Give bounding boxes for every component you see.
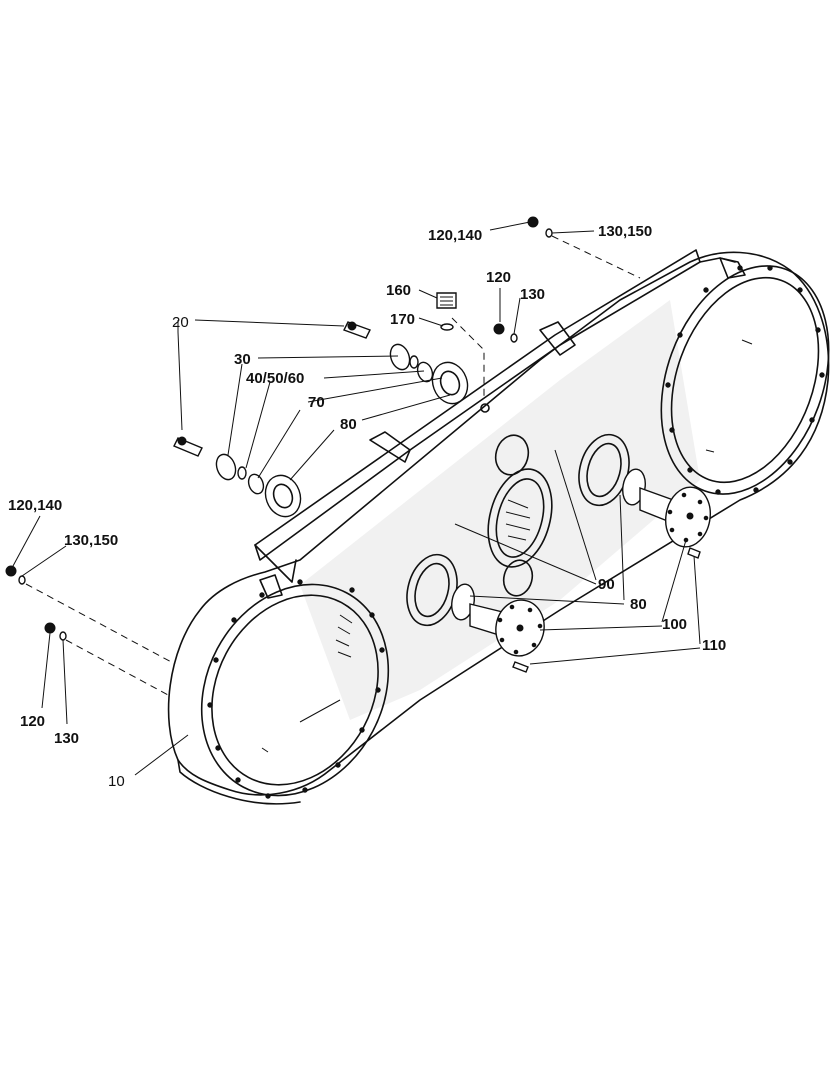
gear-housing (167, 249, 830, 805)
left-lower-plug-pair (44, 622, 67, 641)
leader-lines (12, 221, 701, 776)
lower-shaft-stack (173, 436, 302, 518)
left-upper-plug-pair (5, 565, 26, 585)
callout-120-140-top: 120,140 (428, 227, 482, 244)
callout-70: 70 (308, 394, 325, 411)
top-plug-pair (527, 216, 553, 238)
breather-plug (436, 292, 457, 331)
callout-20: 20 (172, 314, 189, 331)
callout-30: 30 (234, 351, 251, 368)
callout-130-150-left: 130,150 (64, 532, 118, 549)
callout-120-left: 120 (20, 713, 45, 730)
callout-130-top: 130 (520, 286, 545, 303)
callout-120-top: 120 (486, 269, 511, 286)
lower-output-shaft (451, 583, 545, 673)
callout-120-140-left: 120,140 (8, 497, 62, 514)
callout-130-150-top: 130,150 (598, 223, 652, 240)
callout-170: 170 (390, 311, 415, 328)
upper-shaft-stack (343, 321, 469, 405)
callout-130-left: 130 (54, 730, 79, 747)
callout-160: 160 (386, 282, 411, 299)
mid-plug-pair (493, 323, 518, 343)
callout-80-right: 80 (630, 596, 647, 613)
callout-80-left: 80 (340, 416, 357, 433)
callout-40-50-60: 40/50/60 (246, 370, 304, 387)
callout-110: 110 (702, 637, 726, 654)
callout-10: 10 (108, 773, 125, 790)
upper-output-shaft (622, 468, 711, 559)
callouts: 10 20 30 40/50/60 70 80 90 80 100 110 12… (8, 223, 726, 790)
assembly-lines (25, 235, 641, 697)
callout-100: 100 (662, 616, 687, 633)
callout-90: 90 (598, 576, 615, 593)
